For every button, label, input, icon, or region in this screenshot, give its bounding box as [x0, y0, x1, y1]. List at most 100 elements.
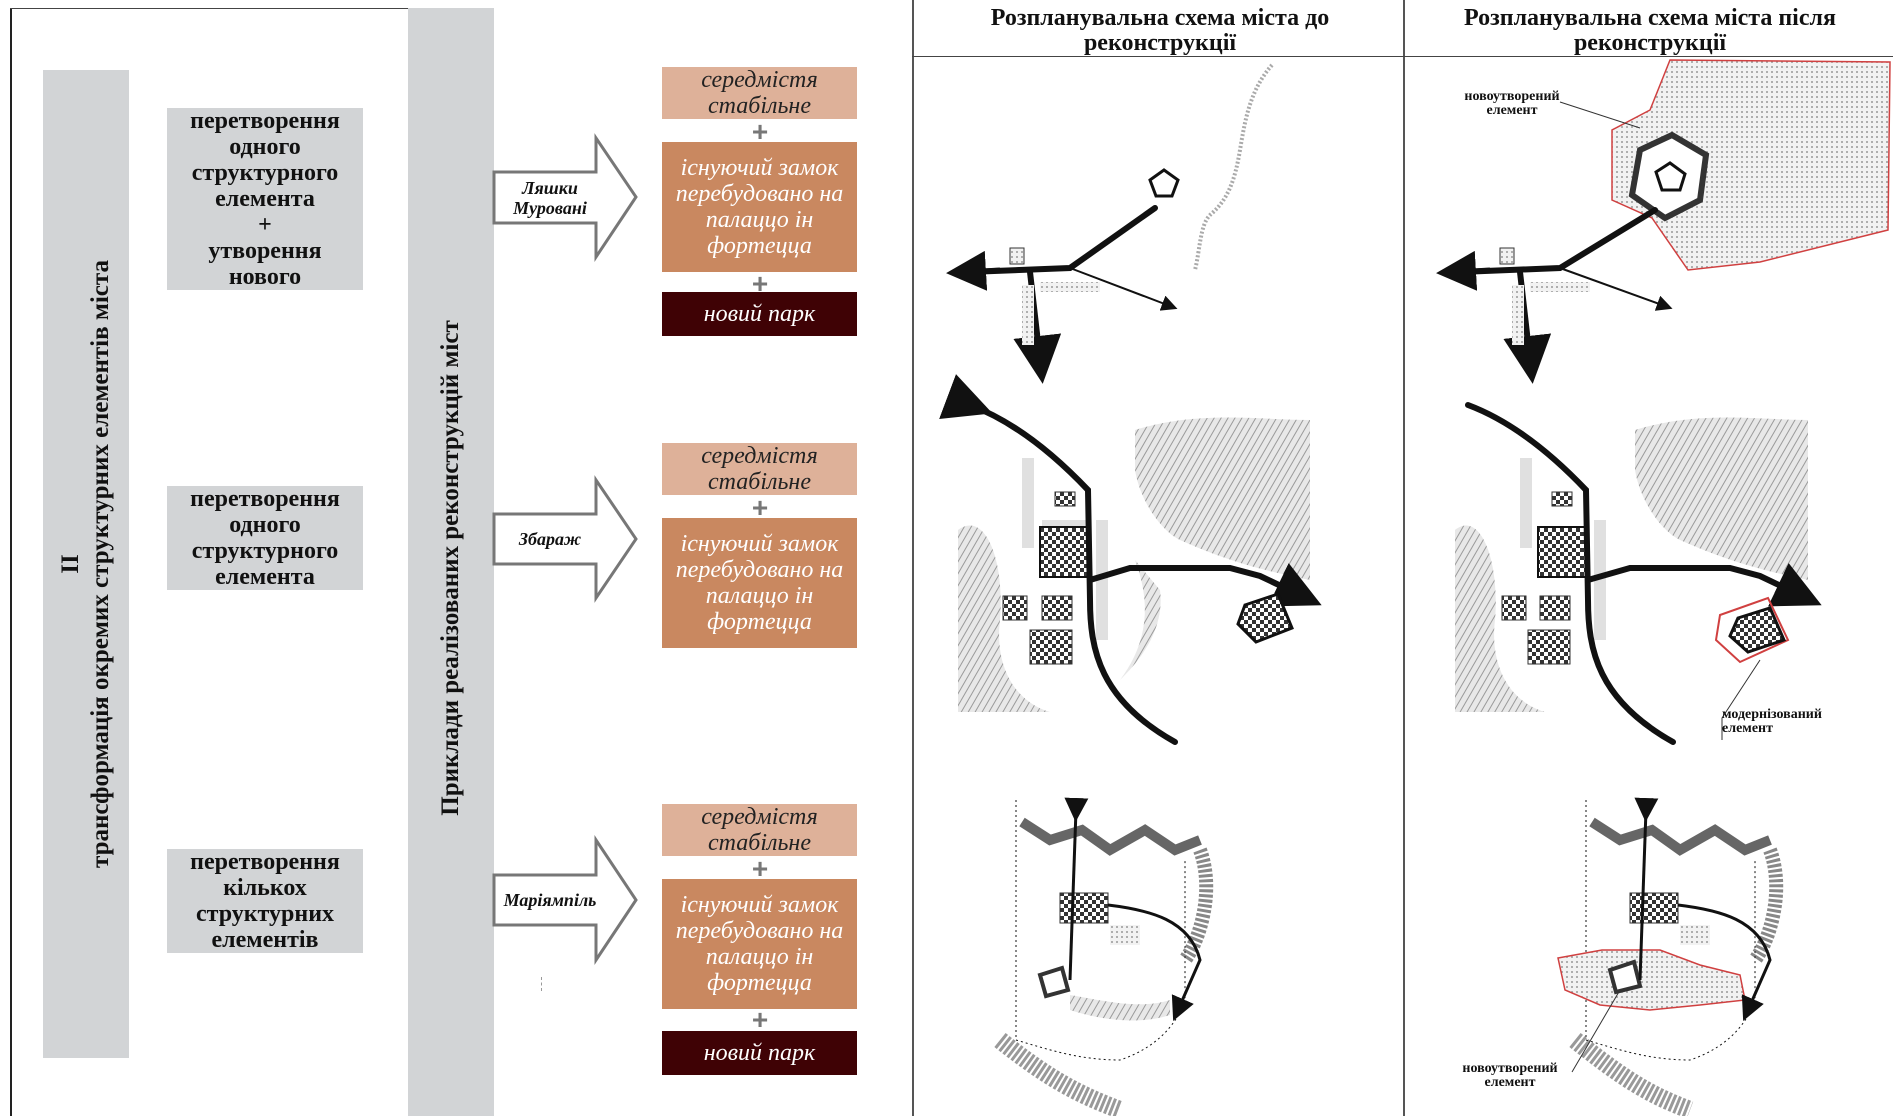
type-line: структурного	[191, 160, 339, 186]
type-line: одного	[229, 134, 301, 160]
castle-box-2: існуючий замок перебудовано на палаццо і…	[662, 518, 857, 648]
type-line: +	[258, 212, 272, 238]
castle-block	[1629, 892, 1679, 924]
type-line: елемента	[215, 564, 315, 590]
block	[1594, 520, 1606, 640]
plus-sign: +	[751, 116, 769, 147]
east-road	[1677, 903, 1772, 1021]
castle-block	[1537, 526, 1589, 578]
modernized-boundary	[1714, 596, 1790, 664]
plan-before-3	[994, 797, 1214, 1116]
header-divider	[912, 56, 1893, 57]
river-bank	[1749, 847, 1784, 965]
west-arrow	[1436, 250, 1491, 291]
arrow-2	[492, 475, 638, 603]
type-line: перетворення	[190, 849, 340, 875]
river-south	[994, 1032, 1124, 1116]
block	[1501, 595, 1527, 621]
arrow-3	[492, 835, 638, 965]
plus-sign: +	[751, 853, 769, 884]
water-creek	[1120, 560, 1161, 680]
west-arrow	[946, 250, 1001, 291]
block	[1680, 925, 1710, 945]
examples-band: Приклади реалізованих реконструкцій міст	[408, 8, 494, 1116]
plan-after-3	[1557, 797, 1784, 1116]
castle-outline	[1037, 965, 1071, 999]
water-west	[958, 525, 1050, 712]
type-box-2: перетворення одного структурного елемент…	[167, 486, 363, 590]
new-park-area	[1611, 59, 1891, 271]
main-road	[1634, 797, 1659, 981]
plus-sign: +	[751, 268, 769, 299]
block	[1009, 247, 1025, 265]
category-band: II трансформація окремих структурних еле…	[43, 70, 129, 1058]
plan-before-2	[939, 374, 1322, 745]
type-box-3: перетворення кількох структурних елемент…	[167, 849, 363, 953]
small-mark	[541, 977, 543, 991]
block	[1002, 595, 1028, 621]
castle-outline	[1607, 959, 1643, 995]
plan-before-1	[946, 63, 1274, 384]
plan-after-2	[1455, 402, 1822, 745]
water-east	[1635, 417, 1808, 580]
block	[1520, 458, 1532, 548]
column-header-before: Розпланувальна схема міста до реконструк…	[990, 5, 1330, 56]
east-road	[1587, 563, 1822, 607]
type-line: перетворення	[190, 486, 340, 512]
block	[1022, 458, 1034, 548]
block	[1527, 629, 1571, 665]
annotation-new-element-1: новоутворений елемент	[1464, 89, 1560, 118]
new-park-box-3: новий парк	[662, 1031, 857, 1075]
east-line	[1069, 267, 1178, 311]
block	[1539, 595, 1571, 621]
east-road	[1107, 903, 1202, 1021]
block	[1054, 491, 1076, 507]
type-line: нового	[228, 264, 302, 290]
fortress-inner	[1654, 161, 1687, 192]
river-bank	[1179, 847, 1214, 965]
annotation-leader	[1571, 989, 1621, 1073]
annotation-modernized: модернізований елемент	[1722, 707, 1822, 736]
block	[1499, 247, 1515, 265]
city-label-1: Ляшки Муровані	[513, 178, 587, 218]
type-line: утворення	[208, 238, 322, 264]
annotation-leader	[1721, 659, 1761, 740]
castle-box-1: існуючий замок перебудовано на палаццо і…	[662, 142, 857, 272]
stable-center-box-2: середмістя стабільне	[662, 443, 857, 495]
city-label-2: Збараж	[518, 529, 582, 549]
block	[1022, 285, 1034, 345]
type-line: одного	[229, 512, 301, 538]
type-line: структурних	[195, 901, 335, 927]
castle-outline	[1728, 606, 1787, 654]
col-divider-2	[1403, 0, 1405, 1116]
castle-box-3: існуючий замок перебудовано на палаццо і…	[662, 879, 857, 1009]
slope-hatching	[1070, 995, 1170, 1021]
water-east	[1135, 417, 1310, 580]
top-border	[10, 8, 410, 9]
castle-block	[1059, 892, 1109, 924]
main-road	[1457, 207, 1658, 275]
city-label-3: Маріямпіль	[503, 890, 597, 910]
block	[1551, 491, 1573, 507]
stable-center-box-3: середмістя стабільне	[662, 804, 857, 856]
river-south	[1569, 1032, 1694, 1116]
castle-block	[1039, 526, 1091, 578]
block	[1040, 282, 1100, 292]
main-road	[965, 205, 1158, 275]
east-road	[1089, 563, 1322, 607]
stable-center-box-1: середмістя стабільне	[662, 67, 857, 119]
new-park-box-1: новий парк	[662, 292, 857, 336]
type-line: елементів	[211, 927, 319, 953]
plus-sign: +	[751, 1004, 769, 1035]
type-line: кількох	[223, 875, 307, 901]
type-box-1: перетворення одного структурного елемент…	[167, 108, 363, 290]
main-road	[1465, 402, 1676, 745]
block	[1530, 282, 1590, 292]
fortification-line	[1589, 817, 1772, 856]
block	[1041, 595, 1073, 621]
column-header-after: Розпланувальна схема міста після реконст…	[1464, 5, 1836, 56]
type-line: структурного	[191, 538, 339, 564]
col-divider-1	[912, 0, 914, 1116]
